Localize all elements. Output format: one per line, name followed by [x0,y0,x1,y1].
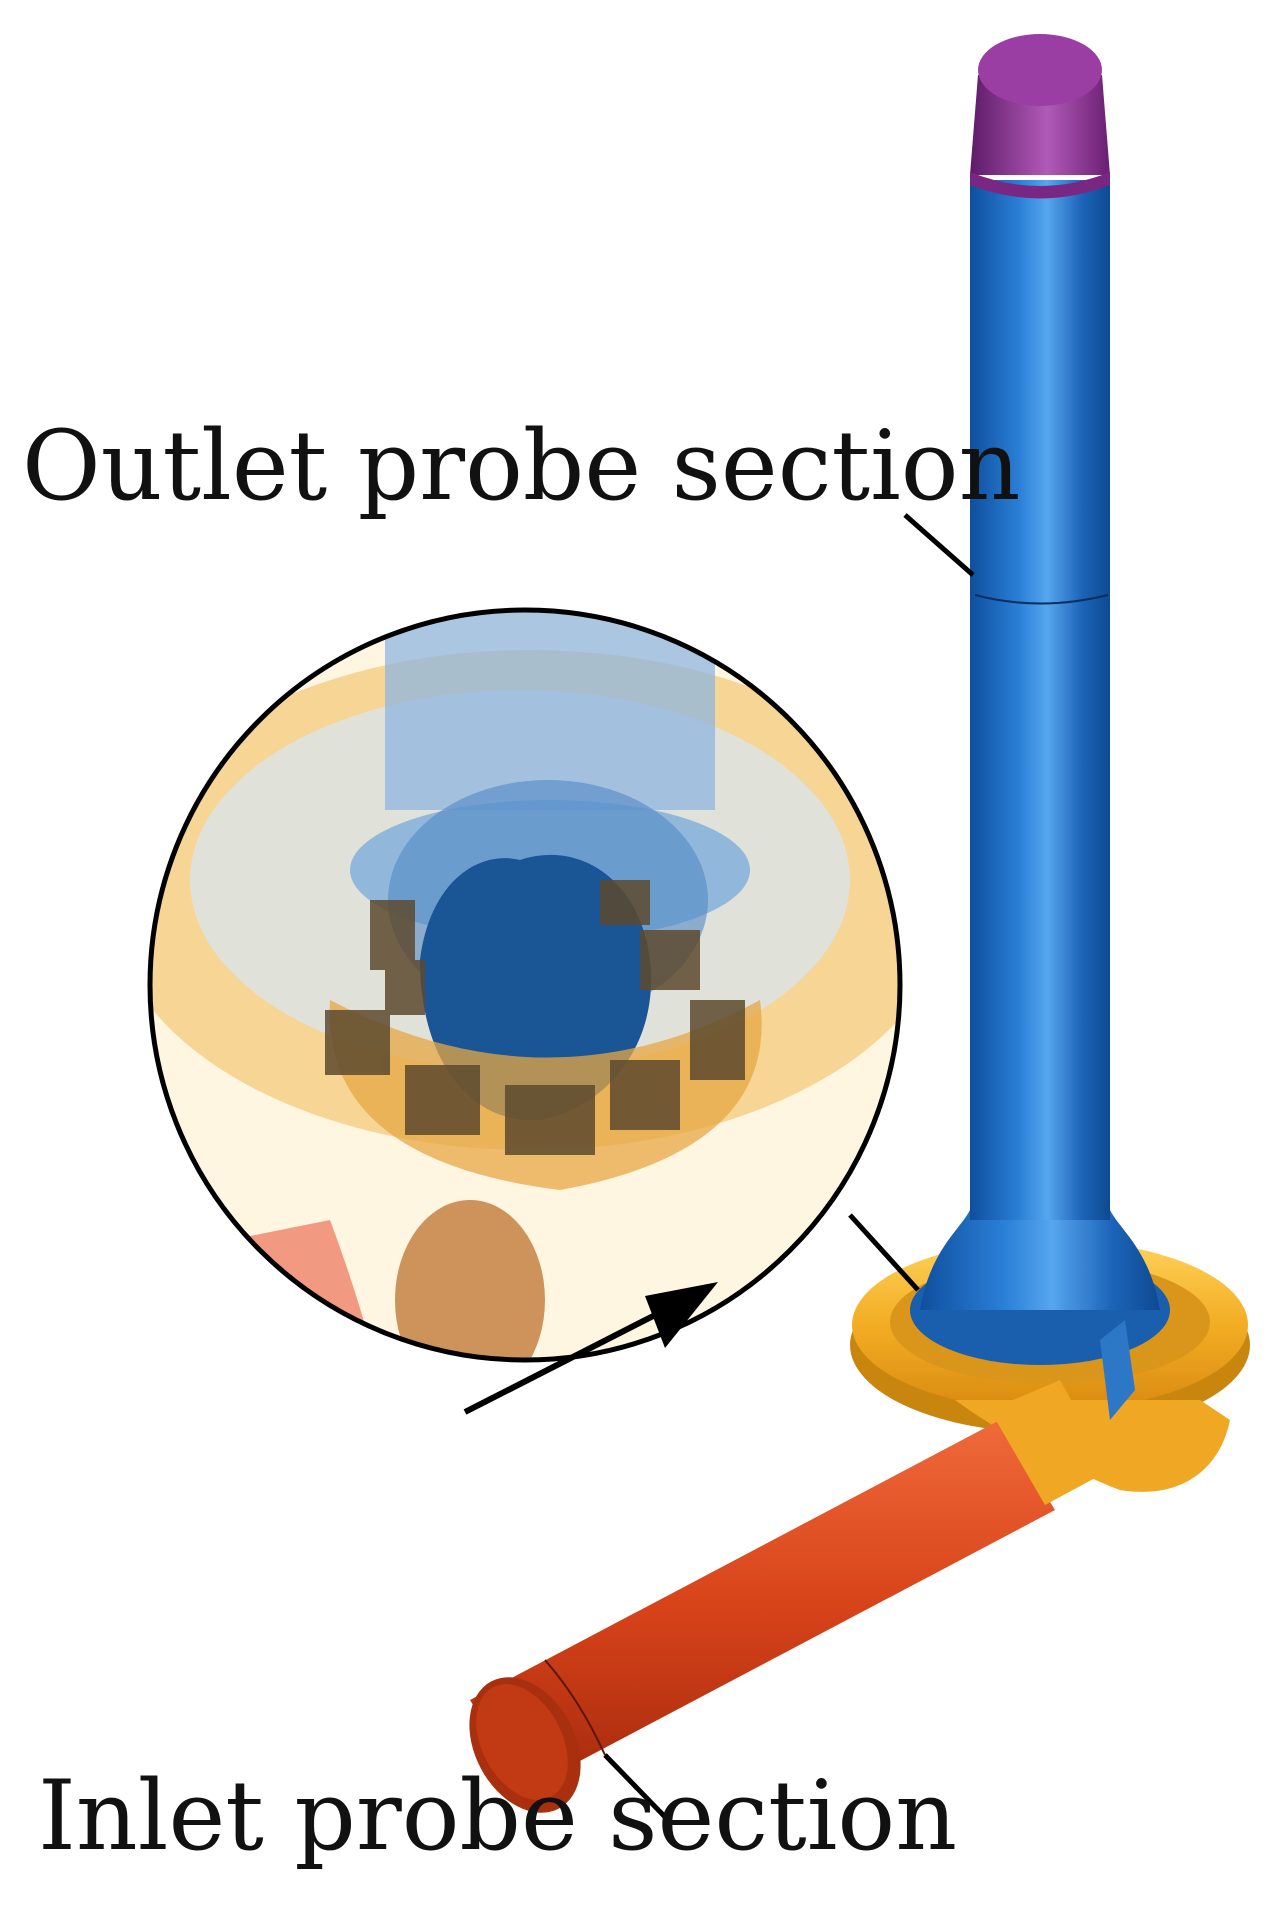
outlet-leader-line [903,513,975,577]
outlet-pipe [910,180,1170,1420]
inset-leader-line [848,1213,920,1292]
inset-zoom [147,607,903,1363]
arrow-icon [463,1282,718,1415]
inlet-cap [469,1677,581,1813]
outlet-probe-label: Outlet probe section [22,410,1021,522]
inlet-pipe [470,1380,1110,1790]
outlet-cap [970,34,1110,199]
inlet-leader-line [603,1753,670,1822]
inlet-probe-label: Inlet probe section [38,1760,958,1872]
